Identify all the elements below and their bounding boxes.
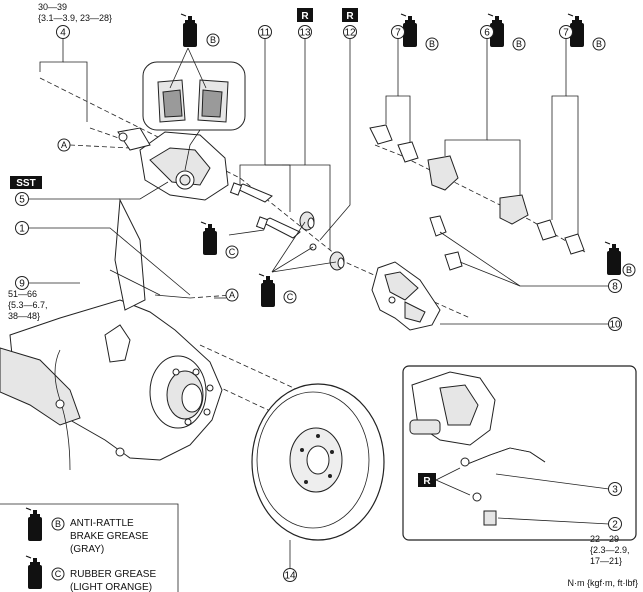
svg-text:4: 4 [60,28,66,39]
svg-text:BRAKE GREASE: BRAKE GREASE [70,531,149,542]
svg-text:B: B [596,39,602,49]
leader-lines [28,38,609,325]
callout-7a: 7 [391,25,405,39]
knuckle-hub-assembly [0,198,223,471]
svg-text:A: A [229,290,235,300]
callout-9: 9 [15,276,29,290]
svg-text:11: 11 [260,28,271,39]
grease-can-icon [604,241,622,276]
svg-text:B: B [516,39,522,49]
svg-text:C: C [55,569,62,579]
marker-b-5: B [622,263,636,277]
grease-can-icon [25,555,43,590]
grease-can-icon [258,273,276,308]
callout-7b: 7 [559,25,573,39]
legend-c: C RUBBER GREASE (LIGHT ORANGE) [51,567,156,592]
caliper-bracket [371,261,441,331]
legend-b: B ANTI-RATTLE BRAKE GREASE (GRAY) [51,517,149,555]
callout-8: 8 [608,279,622,293]
svg-text:14: 14 [284,571,296,582]
callouts: 4 5 1 9 11 13 12 7 6 7 8 10 3 2 14 A A B… [15,25,636,582]
guide-pins [229,182,345,271]
caliper [117,119,229,201]
brake-disc [251,383,385,568]
grease-can-icon [200,221,218,256]
svg-text:R: R [301,11,309,22]
replace-badge-hose: R [418,473,436,487]
svg-text:R: R [423,476,431,487]
svg-text:6: 6 [484,28,490,39]
svg-text:B: B [55,519,61,529]
pads-shims [369,124,585,271]
svg-text:1: 1 [19,224,25,235]
sst-badge: SST [10,176,42,189]
brake-hose-inset [402,365,637,541]
grease-can-icon [25,507,43,542]
svg-text:SST: SST [16,178,35,189]
svg-text:RUBBER GREASE: RUBBER GREASE [70,569,156,580]
units-note: N·m {kgf·m, ft·lbf} [567,578,638,588]
torque-4-nm: 30—39 [38,2,67,12]
callout-12: 12 [343,25,357,39]
torque-2-alt1: {2.3—2.9, [590,545,630,555]
torque-2-nm: 22—29 [590,534,619,544]
callout-6: 6 [480,25,494,39]
svg-text:ANTI-RATTLE: ANTI-RATTLE [70,518,134,529]
svg-text:C: C [287,292,294,302]
caliper-piston-inset [142,47,246,171]
callout-13: 13 [298,25,312,39]
svg-text:3: 3 [612,485,618,496]
marker-a-lower: A [225,288,239,302]
svg-text:B: B [626,265,632,275]
svg-text:R: R [346,11,354,22]
marker-b-3: B [512,37,526,51]
svg-text:2: 2 [612,520,618,531]
torque-2-alt2: 17—21} [590,556,622,566]
svg-text:(LIGHT ORANGE): (LIGHT ORANGE) [70,582,152,592]
callout-3: 3 [608,482,622,496]
svg-text:7: 7 [563,28,569,39]
marker-b-4: B [592,37,606,51]
grease-can-icon [180,13,198,48]
svg-text:C: C [229,247,236,257]
torque-9-nm: 51—66 [8,289,37,299]
callout-11: 11 [258,25,272,39]
torque-specs: 30—39 {3.1—3.9, 23—28} 51—66 {5.3—6.7, 3… [8,2,630,566]
svg-text:(GRAY): (GRAY) [70,544,104,555]
svg-text:B: B [429,39,435,49]
svg-text:13: 13 [299,28,311,39]
svg-text:10: 10 [609,320,621,331]
svg-text:9: 9 [19,279,25,290]
svg-text:8: 8 [612,282,618,293]
replace-badge-12: R [342,8,358,22]
torque-9-alt2: 38—48} [8,311,40,321]
callout-14: 14 [283,568,297,582]
callout-2: 2 [608,517,622,531]
svg-text:5: 5 [19,195,25,206]
callout-1: 1 [15,221,29,235]
svg-text:12: 12 [344,28,356,39]
svg-text:7: 7 [395,28,401,39]
marker-c-2: C [283,290,297,304]
torque-4-alt: {3.1—3.9, 23—28} [38,13,112,23]
callout-4: 4 [56,25,70,39]
legend: B ANTI-RATTLE BRAKE GREASE (GRAY) C RUBB… [0,503,179,592]
marker-a-upper: A [57,138,71,152]
marker-b-1: B [206,33,220,47]
svg-text:A: A [61,140,67,150]
svg-text:B: B [210,35,216,45]
badges: SST R R R [10,8,436,487]
callout-10: 10 [608,317,622,331]
torque-9-alt1: {5.3—6.7, [8,300,48,310]
marker-c-1: C [225,245,239,259]
callout-5: 5 [15,192,29,206]
marker-b-2: B [425,37,439,51]
replace-badge-13: R [297,8,313,22]
